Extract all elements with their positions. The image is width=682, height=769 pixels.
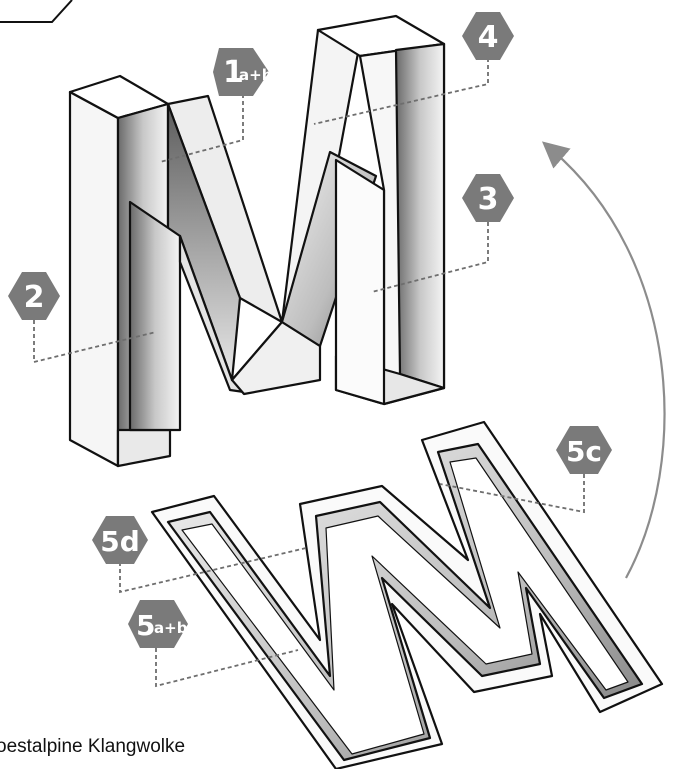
leader-5d	[119, 547, 307, 594]
badge-4-num: 4	[478, 20, 499, 55]
badge-5c: 5c	[556, 426, 612, 474]
badge-1-num: 1	[223, 55, 244, 90]
leader-4	[313, 58, 489, 125]
m-right-post-side	[334, 158, 386, 406]
caption-text: oestalpine Klangwolke	[0, 736, 185, 757]
leader-1	[159, 94, 244, 163]
badge-1-sub: a+b	[239, 66, 273, 84]
leader-5c	[439, 474, 585, 514]
badge-3: 3	[462, 174, 514, 222]
badge-4: 4	[462, 12, 514, 60]
m-body-2	[128, 200, 182, 432]
badge-5ab-num: 5	[136, 609, 155, 642]
badge-5d: 5d	[92, 516, 148, 564]
badge-5ab-sub: a+b	[154, 619, 188, 637]
m-left-post-front	[68, 90, 120, 468]
corner-tab-outline	[0, 0, 73, 23]
badge-5ab: 5 a+b	[128, 600, 188, 648]
m-left-post-bottom	[116, 428, 172, 468]
leader-2	[33, 320, 157, 364]
leader-5ab	[155, 648, 299, 688]
badge-3-num: 3	[478, 182, 499, 217]
w-inner-outline	[166, 442, 644, 762]
badge-1: 1 a+b	[213, 48, 273, 96]
letter-m-model	[68, 14, 446, 468]
leader-lines	[33, 58, 585, 688]
badge-5c-num: 5c	[566, 435, 602, 468]
letter-w-model	[150, 420, 664, 769]
transform-arrow	[541, 141, 666, 579]
badge-2: 2	[8, 272, 60, 320]
leader-3	[371, 222, 489, 293]
m-center-bottom	[230, 320, 322, 396]
w-inner-floor	[181, 457, 629, 755]
badge-5d-num: 5d	[100, 525, 140, 558]
badge-2-num: 2	[24, 280, 45, 315]
